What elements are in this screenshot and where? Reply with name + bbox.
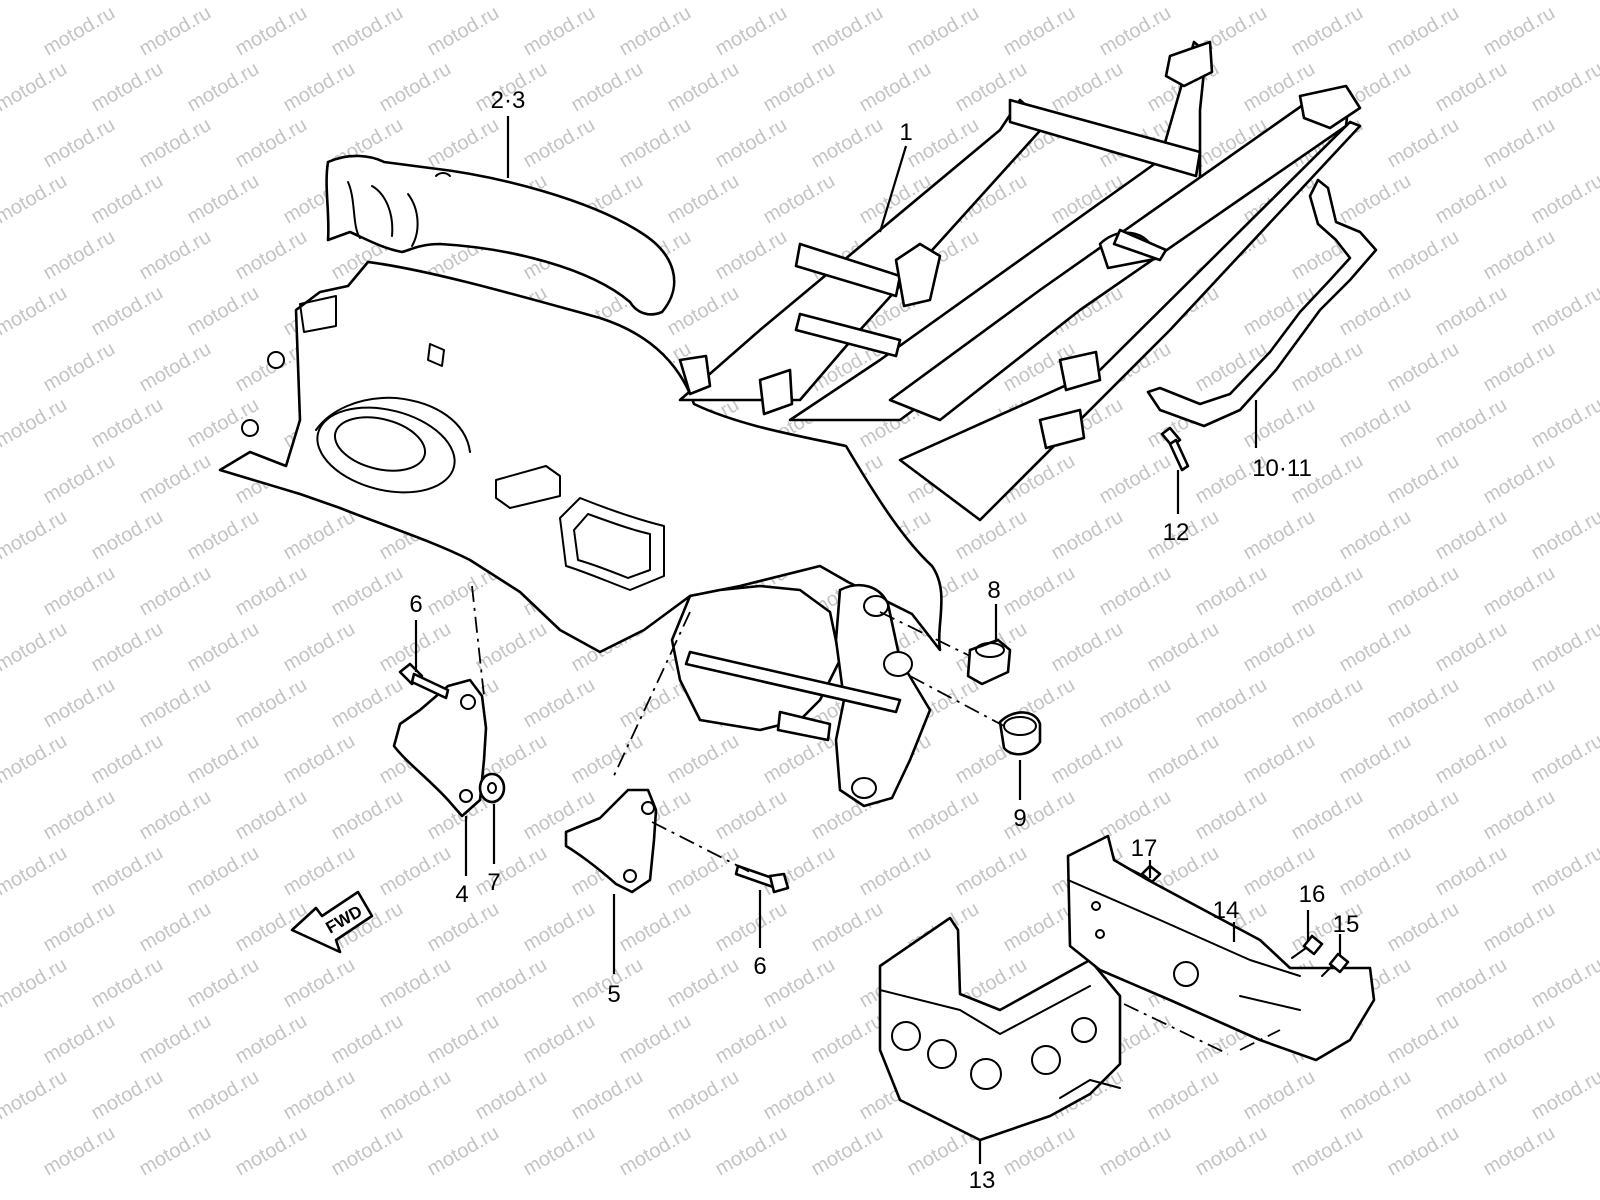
callout-17: 17	[1131, 835, 1158, 862]
main-frame-part	[218, 40, 1362, 808]
bracket-5-part	[564, 788, 658, 894]
callout-5: 5	[607, 981, 620, 1008]
callout-13: 13	[969, 1167, 996, 1194]
bracket-4-part	[392, 678, 488, 818]
frame-cover-part	[325, 154, 676, 316]
callout-labels: 1 2·3 4 5 6 6 7 8 9 10·11 12 13 14 15 16…	[409, 87, 1359, 1194]
undertray-part	[1066, 834, 1376, 1062]
side-rail-part	[1146, 178, 1378, 428]
leader-lines	[414, 116, 1342, 1164]
callout-16: 16	[1299, 881, 1326, 908]
callout-6-lower: 6	[753, 953, 766, 980]
screw-16-part	[1291, 934, 1324, 959]
bolt-6-upper-part	[398, 662, 450, 700]
callout-7: 7	[487, 869, 500, 896]
assembly-lines	[471, 585, 1281, 1055]
callout-12: 12	[1163, 519, 1190, 546]
callout-10-11: 10·11	[1252, 455, 1312, 482]
callout-6-upper: 6	[409, 591, 422, 618]
callout-9: 9	[1013, 805, 1026, 832]
callout-4: 4	[455, 881, 468, 908]
callout-15: 15	[1333, 911, 1360, 938]
callout-8: 8	[987, 577, 1000, 604]
callout-2-3: 2·3	[491, 87, 526, 114]
screw-15-part	[1321, 952, 1350, 977]
pivot-cap-part	[998, 711, 1042, 756]
bushing-part	[966, 638, 1012, 686]
bolt-12-part	[1160, 426, 1190, 472]
callout-14: 14	[1213, 897, 1240, 924]
bolt-6-lower-part	[734, 864, 790, 894]
lower-guard-part	[878, 916, 1122, 1142]
callout-1: 1	[899, 119, 912, 146]
washer-7-part	[478, 772, 506, 804]
